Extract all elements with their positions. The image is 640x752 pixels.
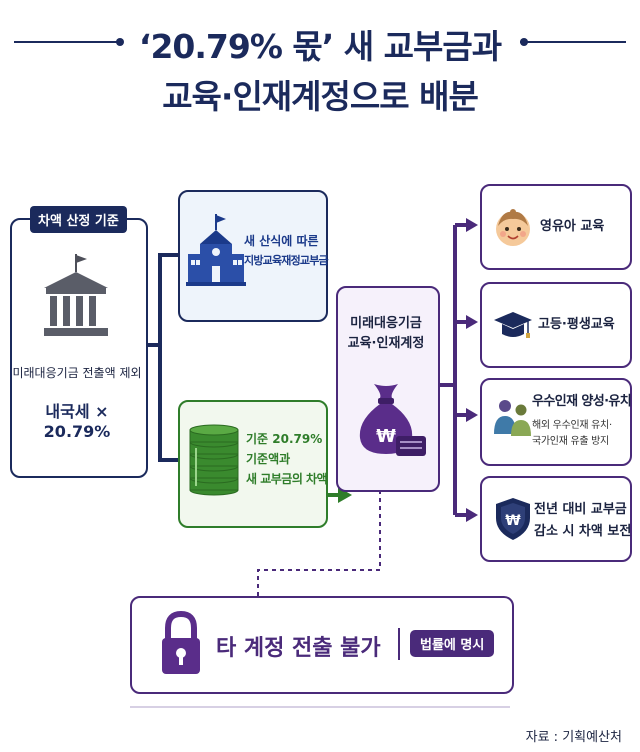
won-symbol: ₩ — [376, 426, 396, 447]
restriction-divider — [398, 628, 400, 660]
footer-divider — [130, 706, 510, 708]
difference-label-2: 기준액과 — [246, 452, 291, 466]
coin-stack-icon — [189, 424, 239, 496]
title-rule-right — [520, 41, 626, 43]
output-sublabel-talent-1: 해외 우수인재 유치· — [532, 420, 612, 431]
graduation-cap-icon — [494, 312, 532, 338]
output-compensation: ₩ 전년 대비 교부금 감소 시 차액 보전 — [480, 476, 632, 562]
source-note: 자료 : 기획예산처 — [525, 730, 622, 745]
money-bag-icon — [359, 384, 426, 456]
title-dot-left — [116, 38, 124, 46]
padlock-icon — [162, 610, 200, 674]
output-label-compensation-1: 전년 대비 교부금 — [534, 502, 627, 517]
title-line-1: ‘20.79% 몫’ 새 교부금과 — [138, 27, 502, 66]
restriction-text: 타 계정 전출 불가 — [216, 636, 381, 661]
baby-icon — [496, 209, 530, 246]
new-grant-label-2: 지방교육재정교부금 — [244, 254, 329, 267]
criteria-tag: 차액 산정 기준 — [30, 206, 127, 233]
criteria-note: 미래대응기금 전출액 제외 — [12, 366, 142, 380]
shield-won-icon: ₩ — [496, 498, 530, 540]
criteria-formula: 내국세 × 20.79% — [43, 402, 111, 441]
law-badge: 법률에 명시 — [410, 630, 495, 657]
fund-box — [336, 286, 440, 492]
output-label-higher-education: 고등·평생교육 — [538, 317, 615, 333]
output-label-early-childhood: 영유아 교육 — [540, 219, 605, 235]
output-talent: 우수인재 양성·유치 해외 우수인재 유치· 국가인재 유출 방지 — [480, 378, 632, 466]
fund-label-2: 교육·인재계정 — [347, 336, 425, 351]
output-label-talent: 우수인재 양성·유치 — [532, 394, 632, 409]
title-rule-left — [14, 41, 120, 43]
output-label-compensation-2: 감소 시 차액 보전 — [534, 524, 632, 539]
title-dot-right — [520, 38, 528, 46]
school-building-icon — [186, 214, 246, 286]
difference-label-1: 기준 20.79% — [246, 432, 323, 446]
new-grant-label-1: 새 산식에 따른 — [244, 234, 319, 248]
svg-text:₩: ₩ — [505, 513, 521, 529]
output-higher-education: 고등·평생교육 — [480, 282, 632, 368]
fund-label-1: 미래대응기금 — [350, 316, 422, 331]
output-sublabel-talent-2: 국가인재 유출 방지 — [532, 436, 609, 447]
title-line-2: 교육·인재계정으로 배분 — [162, 77, 479, 116]
difference-label-3: 새 교부금의 차액 — [246, 472, 328, 486]
output-early-childhood: 영유아 교육 — [480, 184, 632, 270]
government-building-icon — [44, 254, 108, 336]
people-icon — [494, 400, 531, 436]
